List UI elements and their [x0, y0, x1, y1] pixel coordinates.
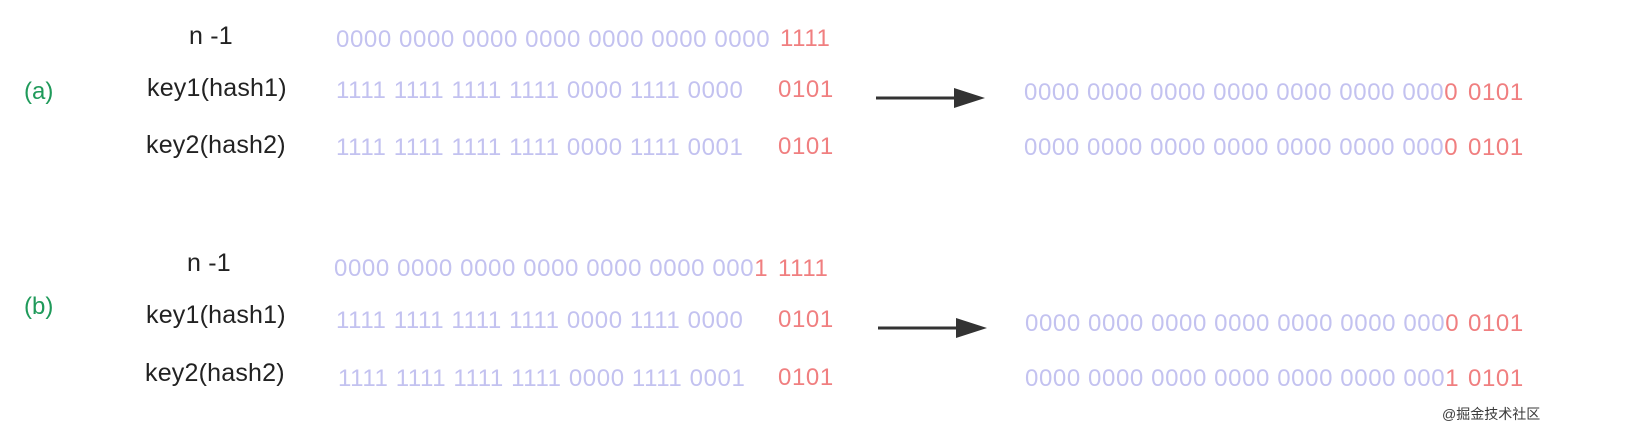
result-key1-redbit: 0	[1445, 310, 1460, 337]
section-b-label: (b)	[24, 293, 54, 320]
row-label-key2: key2(hash2)	[146, 131, 286, 159]
result-key1: 0000 0000 0000 0000 0000 0000 0000	[1024, 79, 1458, 107]
result-key1-low: 0101	[1468, 79, 1524, 106]
result-key2-redbit: 0	[1444, 134, 1459, 161]
bits-n-minus-1-high: 0000 0000 0000 0000 0000 0000 0000	[336, 26, 771, 53]
bits-key1-low: 0101	[778, 76, 834, 103]
bits-key2-low: 0101	[778, 364, 834, 391]
row-label-key1: key1(hash1)	[147, 74, 287, 102]
result-key1-low: 0101	[1468, 310, 1524, 337]
bits-n-minus-1-high: 0000 0000 0000 0000 0000 0000 0001	[334, 255, 768, 283]
arrow-icon	[878, 318, 987, 338]
bits-key1-high: 1111 1111 1111 1111 0000 1111 0000	[336, 307, 744, 334]
bits-key1-low: 0101	[778, 306, 834, 333]
result-key1-redbit: 0	[1444, 79, 1459, 106]
bits-n-minus-1-high-redbit: 1	[754, 255, 769, 282]
result-key2: 0000 0000 0000 0000 0000 0000 0000	[1024, 134, 1458, 162]
row-label-n-minus-1: n -1	[189, 22, 233, 50]
result-key2-low: 0101	[1468, 134, 1524, 161]
bits-n-minus-1-high-blue: 0000 0000 0000 0000 0000 0000 000	[334, 255, 755, 282]
result-key2-blue: 0000 0000 0000 0000 0000 0000 000	[1024, 134, 1445, 161]
section-a-label: (a)	[24, 78, 54, 105]
row-label-key2: key2(hash2)	[145, 359, 285, 387]
watermark: @掘金技术社区	[1442, 406, 1541, 422]
result-key1-blue: 0000 0000 0000 0000 0000 0000 000	[1024, 79, 1445, 106]
bits-key2-high: 1111 1111 1111 1111 0000 1111 0001	[336, 134, 744, 161]
bits-key2-high: 1111 1111 1111 1111 0000 1111 0001	[338, 365, 746, 392]
result-key2-blue: 0000 0000 0000 0000 0000 0000 000	[1025, 365, 1446, 392]
result-key2-redbit: 1	[1445, 365, 1460, 392]
row-label-key1: key1(hash1)	[146, 301, 286, 329]
arrow-icon	[876, 88, 985, 108]
result-key2-low: 0101	[1468, 365, 1524, 392]
result-key1-blue: 0000 0000 0000 0000 0000 0000 000	[1025, 310, 1446, 337]
bits-key1-high: 1111 1111 1111 1111 0000 1111 0000	[336, 77, 744, 104]
bits-n-minus-1-low: 1111	[778, 255, 829, 282]
bits-n-minus-1-low: 1111	[780, 25, 831, 52]
result-key2: 0000 0000 0000 0000 0000 0000 0001	[1025, 365, 1459, 393]
bits-key2-low: 0101	[778, 133, 834, 160]
row-label-n-minus-1: n -1	[187, 249, 231, 277]
result-key1: 0000 0000 0000 0000 0000 0000 0000	[1025, 310, 1459, 338]
